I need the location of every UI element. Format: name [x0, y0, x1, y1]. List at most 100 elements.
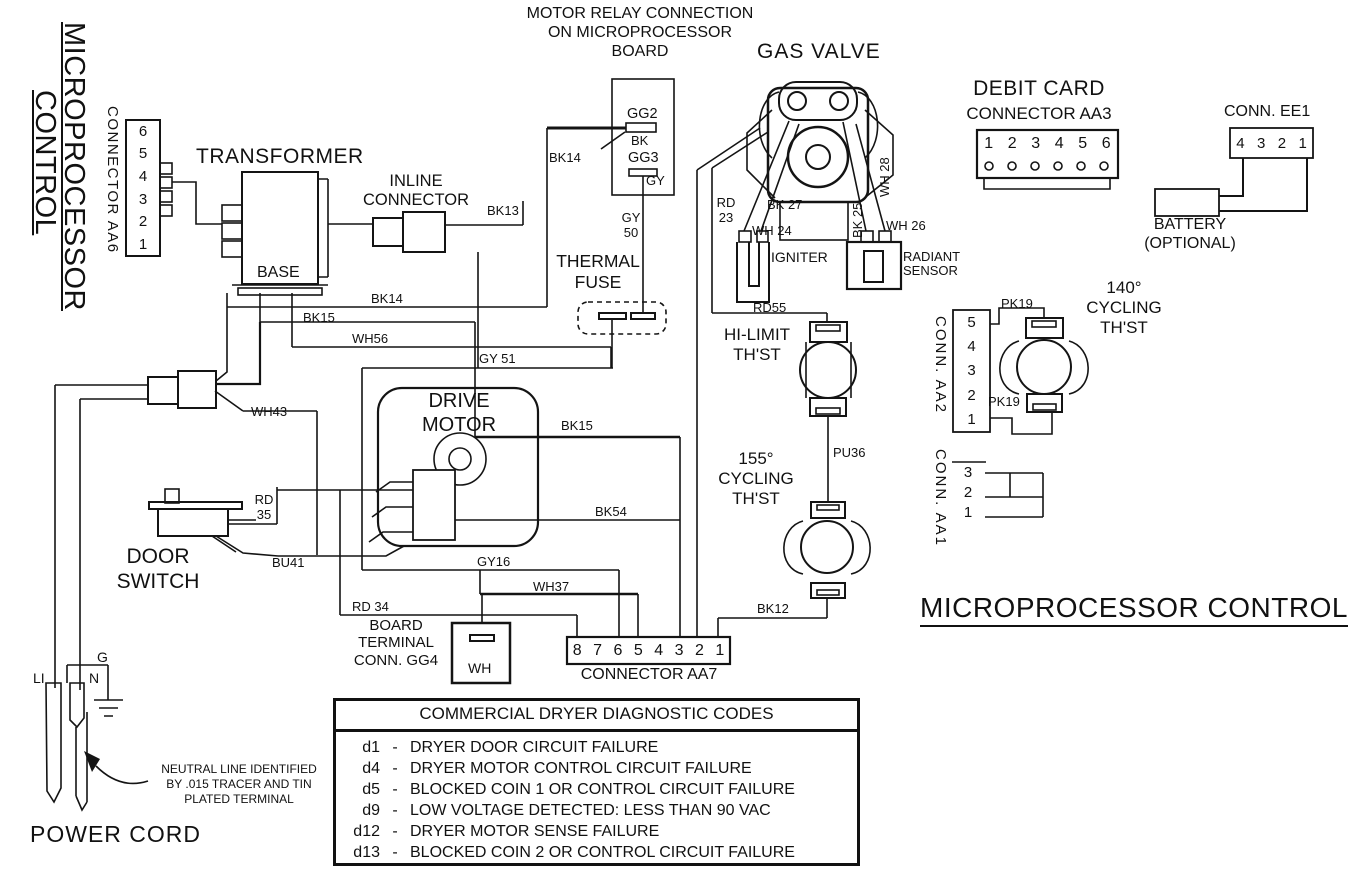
rd23-line2: 23: [718, 210, 734, 226]
wire-label-wh24: WH 24: [752, 223, 792, 238]
power-cord-label: POWER CORD: [30, 821, 201, 847]
inline-connector-left-graphic: [54, 307, 262, 690]
cycling-140-label: 140° CYCLING TH'ST: [1068, 278, 1180, 338]
aa7-pin: 6: [613, 641, 623, 659]
aa6-pin: 4: [138, 168, 148, 186]
aa7-pin: 8: [572, 641, 582, 659]
wire-label-rd23: RD 23: [711, 195, 741, 226]
radiant-sensor-label: RADIANT SENSOR: [903, 249, 961, 279]
aa1-pin: 3: [963, 463, 973, 481]
door-switch-graphic: [148, 488, 256, 553]
diagnostic-code: d9: [362, 801, 380, 819]
diagnostic-row: d13 - BLOCKED COIN 2 OR CONTROL CIRCUIT …: [344, 842, 849, 863]
cy155-line3: TH'ST: [732, 489, 780, 509]
rd23-line1: RD: [716, 195, 736, 210]
gg4-wh-label: WH: [468, 660, 492, 676]
drive-line1: DRIVE: [428, 390, 490, 412]
aa6-pin: 6: [138, 122, 148, 140]
debit-pin: 4: [1054, 135, 1064, 152]
radiant-line1: RADIANT: [903, 249, 961, 264]
diagnostic-desc: BLOCKED COIN 2 OR CONTROL CIRCUIT FAILUR…: [410, 843, 795, 861]
wire-label-wh43: WH43: [251, 404, 288, 419]
wire-label-wh28: WH 28: [877, 157, 892, 197]
radiant-sensor-graphic: [845, 230, 903, 291]
aa7-pin: 5: [633, 641, 643, 659]
drive-motor-graphic: [368, 386, 540, 548]
wire-label-gy51: GY 51: [479, 351, 516, 366]
neutral-note-line1: NEUTRAL LINE IDENTIFIED: [161, 762, 317, 776]
aa1-pin: 2: [963, 483, 973, 501]
wire-label-rd34: RD 34: [352, 599, 389, 614]
conn-aa1-graphic: [952, 461, 1044, 518]
motor-relay-line2: ON MICROPROCESSOR: [547, 23, 732, 41]
wire-label-bk15-mid: BK15: [561, 418, 593, 433]
power-cord-li-label: LI: [33, 670, 45, 686]
diagnostic-row: d5 - BLOCKED COIN 1 OR CONTROL CIRCUIT F…: [344, 779, 849, 800]
board-terminal-line3: CONN. GG4: [353, 651, 439, 669]
debit-card-subtitle: CONNECTOR AA3: [966, 104, 1112, 123]
debit-card-connector-graphic: [975, 128, 1120, 190]
hi-limit-line2: TH'ST: [733, 345, 781, 365]
board-terminal-gg4-graphic: [450, 594, 512, 685]
wire-label-bk15-run: BK15: [303, 310, 335, 325]
cycling-140-thermostat-graphic: [990, 307, 1089, 435]
inline-connector-top-label: INLINE CONNECTOR: [351, 172, 481, 211]
transformer-graphic: [221, 171, 373, 347]
thermal-fuse-graphic: [577, 301, 667, 368]
wire-label-gy50: GY 50: [615, 210, 647, 241]
radiant-line2: SENSOR: [903, 263, 958, 279]
relay-gg3-label: GG3: [628, 150, 659, 166]
door-line1: DOOR: [126, 545, 190, 568]
conn-ee1-label: CONN. EE1: [1224, 103, 1311, 120]
cycling-155-label: 155° CYCLING TH'ST: [700, 449, 812, 509]
conn-aa1-pins: 3 2 1: [953, 462, 983, 522]
diagnostic-desc: DRYER DOOR CIRCUIT FAILURE: [410, 738, 659, 756]
thermal-line2: FUSE: [574, 271, 622, 292]
motor-relay-line3: BOARD: [611, 42, 669, 60]
rd35-line1: RD: [254, 492, 274, 507]
conn-aa2-pins: 5 4 3 2 1: [953, 310, 990, 432]
drive-motor-label: DRIVE MOTOR: [399, 390, 519, 437]
aa7-pin: 7: [593, 641, 603, 659]
wire-runs: [214, 127, 828, 637]
relay-gg2-label: GG2: [627, 106, 658, 122]
drive-line2: MOTOR: [421, 413, 497, 436]
gy50-line2: 50: [623, 225, 639, 241]
conn-aa2-label: CONN. AA2: [932, 316, 949, 415]
ee1-pin: 2: [1277, 134, 1287, 152]
connector-aa6-pins: 6 5 4 3 2 1: [126, 120, 160, 256]
diagnostic-row: d1 - DRYER DOOR CIRCUIT FAILURE: [344, 737, 849, 758]
aa2-pin: 4: [967, 338, 976, 356]
debit-card-title: DEBIT CARD: [973, 77, 1105, 100]
ee1-pin: 3: [1256, 134, 1266, 152]
aa6-pin: 1: [138, 236, 148, 254]
motor-relay-line1: MOTOR RELAY CONNECTION: [526, 5, 754, 22]
aa7-pin: 1: [715, 641, 725, 659]
diagnostic-code: d13: [353, 843, 380, 861]
gy50-line1: GY: [621, 210, 641, 225]
diagnostic-desc: DRYER MOTOR CONTROL CIRCUIT FAILURE: [410, 759, 752, 777]
wire-label-bk14-run: BK14: [371, 291, 403, 306]
cy140-line3: TH'ST: [1100, 318, 1148, 338]
aa2-pin: 5: [967, 313, 976, 331]
wire-label-pk19-bottom: PK19: [988, 394, 1020, 409]
battery-label: BATTERY (OPTIONAL): [1136, 216, 1244, 254]
motor-relay-board-graphic: [227, 78, 675, 313]
inline-top-line2: CONNECTOR: [362, 191, 470, 210]
board-terminal-label: BOARD TERMINAL CONN. GG4: [339, 617, 453, 669]
wire-label-bk12: BK12: [757, 601, 789, 616]
diagnostic-row: d4 - DRYER MOTOR CONTROL CIRCUIT FAILURE: [344, 758, 849, 779]
diagnostic-code: d4: [362, 759, 380, 777]
ee1-pin: 1: [1298, 134, 1307, 152]
diagnostic-code: d12: [353, 822, 380, 840]
wire-label-wh26: WH 26: [886, 218, 926, 233]
board-terminal-line1: BOARD: [369, 617, 423, 634]
diagnostic-desc: BLOCKED COIN 1 OR CONTROL CIRCUIT FAILUR…: [410, 780, 795, 798]
wire-label-bk27: BK 27: [767, 197, 803, 212]
door-switch-label: DOOR SWITCH: [108, 545, 208, 595]
main-title: MICROPROCESSOR CONTROL: [920, 592, 1348, 627]
connector-aa7-pins: 8 7 6 5 4 3 2 1: [567, 637, 730, 664]
battery-line2: (OPTIONAL): [1144, 234, 1236, 252]
diagnostic-codes-title: COMMERCIAL DRYER DIAGNOSTIC CODES: [336, 701, 857, 732]
